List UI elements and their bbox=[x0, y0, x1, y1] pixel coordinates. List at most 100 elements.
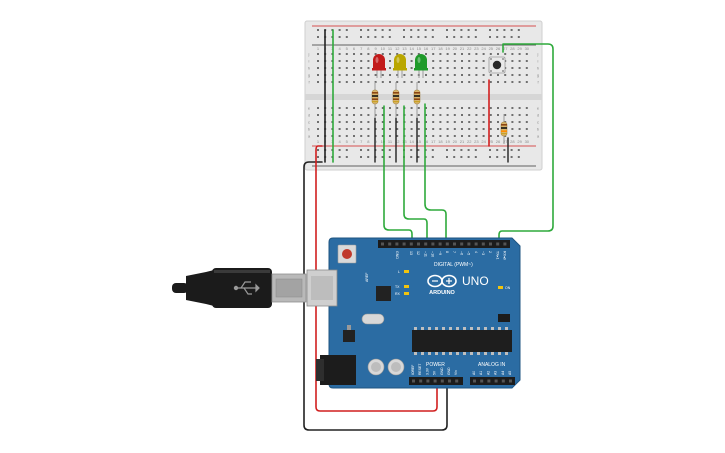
rail-hole bbox=[489, 149, 491, 151]
breadboard[interactable]: 1122334455667788991010111112121313141415… bbox=[304, 20, 543, 171]
breadboard-hole bbox=[425, 74, 427, 76]
pin8-signal-wire[interactable] bbox=[424, 103, 447, 244]
header-pin-hole[interactable] bbox=[503, 242, 507, 246]
header-pin-hole[interactable] bbox=[381, 242, 384, 246]
column-number: 7 bbox=[360, 139, 363, 144]
header-pin-hole[interactable] bbox=[448, 379, 451, 383]
chip-pin bbox=[414, 352, 417, 355]
usb-cable[interactable] bbox=[172, 268, 307, 308]
header-pin-hole[interactable] bbox=[445, 242, 449, 246]
rail-hole bbox=[338, 149, 341, 151]
breadboard-hole bbox=[389, 74, 391, 76]
red-led[interactable] bbox=[372, 54, 386, 78]
rail-hole bbox=[317, 36, 319, 38]
rail-hole bbox=[317, 29, 319, 31]
header-pin-hole[interactable] bbox=[455, 379, 459, 383]
header-pin-hole[interactable] bbox=[440, 379, 444, 383]
breadboard-hole bbox=[345, 81, 348, 83]
header-pin-hole[interactable] bbox=[402, 242, 406, 246]
breadboard-hole bbox=[353, 53, 355, 55]
breadboard-hole bbox=[525, 74, 528, 76]
header-pin-hole[interactable] bbox=[481, 242, 485, 246]
reset-button-cap[interactable] bbox=[342, 249, 352, 259]
breadboard-hole bbox=[489, 114, 492, 116]
rail-hole bbox=[345, 149, 348, 151]
header-pin-hole[interactable] bbox=[426, 379, 430, 383]
header-pin-hole[interactable] bbox=[419, 379, 423, 383]
row-letter: i bbox=[309, 59, 310, 64]
breadboard-hole bbox=[381, 81, 384, 83]
red-led-resistor[interactable] bbox=[371, 82, 379, 118]
header-pin-hole[interactable] bbox=[431, 242, 435, 246]
breadboard-hole bbox=[317, 74, 319, 76]
column-number: 1 bbox=[317, 139, 320, 144]
breadboard-hole bbox=[475, 114, 478, 116]
usb-interface-chip bbox=[376, 286, 391, 301]
ground-loop-wire[interactable] bbox=[303, 161, 448, 431]
pin10-signal-wire[interactable] bbox=[403, 105, 428, 244]
digital-pin-label: 12 bbox=[416, 251, 420, 255]
pin12-signal-wire[interactable] bbox=[383, 105, 413, 244]
green-led-resistor[interactable] bbox=[413, 82, 421, 118]
pin2-button-wire[interactable] bbox=[498, 43, 554, 244]
column-number: 11 bbox=[388, 139, 393, 144]
header-pin-hole[interactable] bbox=[496, 242, 500, 246]
header-pin-hole[interactable] bbox=[388, 242, 392, 246]
rail-hole bbox=[381, 29, 384, 31]
breadboard-hole bbox=[317, 81, 319, 83]
column-number: 8 bbox=[367, 139, 370, 144]
chip-pin bbox=[491, 327, 494, 330]
column-number: 10 bbox=[381, 139, 386, 144]
chip-pin bbox=[477, 352, 480, 355]
column-number: 23 bbox=[474, 46, 479, 51]
5v-loop-wire[interactable] bbox=[315, 145, 438, 412]
rail-hole bbox=[338, 36, 341, 38]
header-pin-hole[interactable] bbox=[489, 242, 492, 246]
yellow-led[interactable] bbox=[393, 54, 407, 78]
push-button-cap[interactable] bbox=[492, 60, 502, 70]
breadboard-hole bbox=[353, 114, 355, 116]
button-pulldown-resistor[interactable] bbox=[500, 114, 508, 144]
breadboard-hole bbox=[338, 135, 341, 137]
header-pin-hole[interactable] bbox=[438, 242, 442, 246]
header-pin-hole[interactable] bbox=[494, 379, 498, 383]
header-pin-hole[interactable] bbox=[474, 242, 478, 246]
breadboard-hole bbox=[468, 74, 471, 76]
breadboard-hole bbox=[482, 53, 485, 55]
rail-hole bbox=[360, 36, 362, 38]
column-number: 28 bbox=[510, 139, 515, 144]
header-pin-hole[interactable] bbox=[487, 379, 491, 383]
rail-hole bbox=[345, 29, 348, 31]
breadboard-hole bbox=[389, 114, 391, 116]
breadboard-hole bbox=[475, 60, 478, 62]
column-number: 29 bbox=[517, 46, 522, 51]
push-button[interactable] bbox=[488, 56, 506, 74]
model-label: UNO bbox=[462, 274, 489, 288]
header-pin-hole[interactable] bbox=[395, 242, 399, 246]
header-pin-hole[interactable] bbox=[460, 242, 464, 246]
header-pin-hole[interactable] bbox=[409, 242, 413, 246]
header-pin-hole[interactable] bbox=[509, 379, 512, 383]
header-pin-hole[interactable] bbox=[473, 379, 476, 383]
yellow-led-resistor[interactable] bbox=[392, 82, 400, 118]
header-pin-hole[interactable] bbox=[467, 242, 471, 246]
column-number: 30 bbox=[525, 46, 530, 51]
header-pin-hole[interactable] bbox=[501, 379, 505, 383]
rail-hole bbox=[517, 156, 520, 158]
header-pin-hole[interactable] bbox=[412, 379, 415, 383]
breadboard-hole bbox=[389, 81, 391, 83]
analog-pin-label: A0 bbox=[472, 371, 476, 375]
breadboard-hole bbox=[367, 67, 370, 69]
header-pin-hole[interactable] bbox=[480, 379, 484, 383]
green-led[interactable] bbox=[414, 54, 428, 78]
header-pin-hole[interactable] bbox=[433, 379, 437, 383]
breadboard-hole bbox=[482, 60, 485, 62]
header-pin-hole[interactable] bbox=[453, 242, 456, 246]
analog-header-label: ANALOG IN bbox=[478, 362, 506, 368]
rail-hole bbox=[431, 156, 434, 158]
row-letter: i bbox=[538, 59, 539, 64]
breadboard-hole bbox=[410, 107, 413, 109]
header-pin-hole[interactable] bbox=[424, 242, 428, 246]
header-pin-hole[interactable] bbox=[417, 242, 420, 246]
